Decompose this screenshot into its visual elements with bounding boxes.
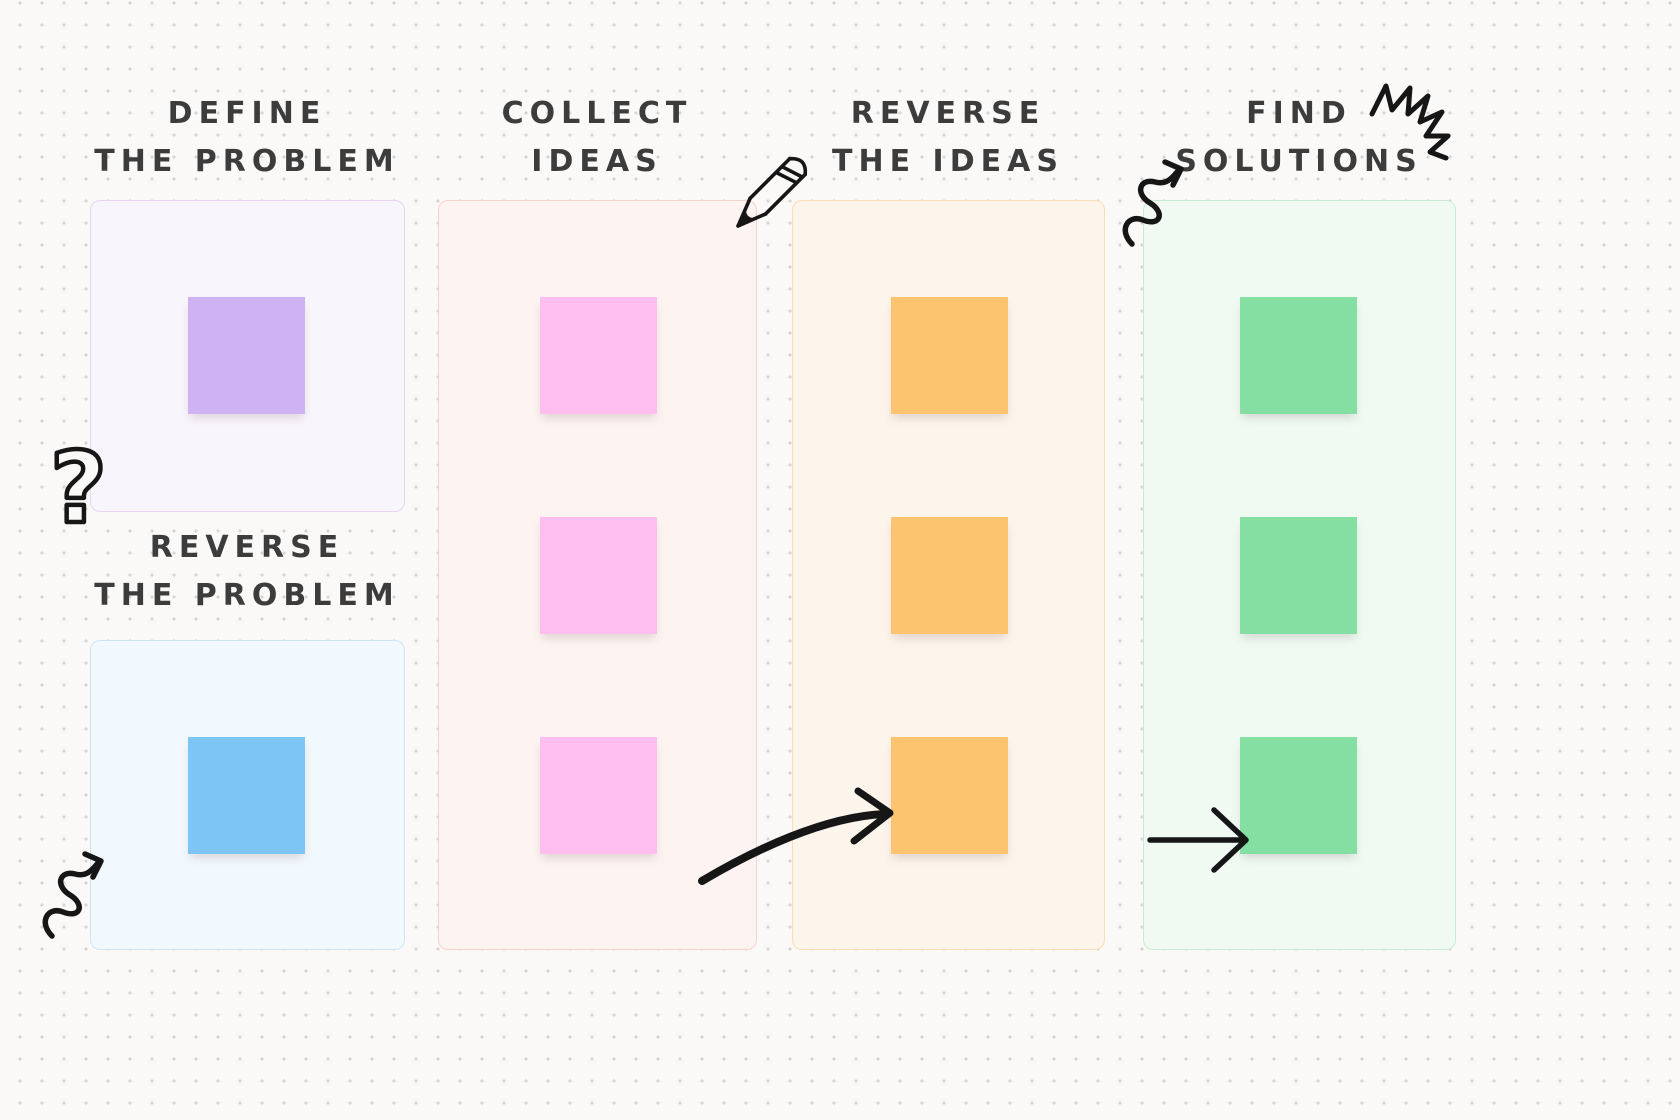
sticky-note-green[interactable] [1240,297,1357,414]
title-line: THE IDEAS [832,144,1064,179]
sticky-note-orange[interactable] [891,737,1008,854]
title-line: REVERSE [149,530,345,565]
sticky-note-pink[interactable] [540,297,657,414]
svg-text:?: ? [50,438,107,546]
sticky-note-orange[interactable] [891,297,1008,414]
frame-define-problem[interactable] [90,200,405,512]
sticky-note-orange[interactable] [891,517,1008,634]
squiggle-arrow-icon[interactable] [1122,154,1200,250]
sticky-note-green[interactable] [1240,737,1357,854]
column-title-reverse-ideas[interactable]: REVERSE THE IDEAS [778,90,1118,186]
pencil-icon[interactable] [730,140,814,244]
scribble-burst-icon[interactable] [1366,80,1456,174]
title-line: THE PROBLEM [94,578,400,613]
sticky-note-green[interactable] [1240,517,1357,634]
column-title-find-solutions[interactable]: FIND SOLUTIONS [1129,90,1469,186]
title-line: COLLECT [501,96,693,131]
curved-arrow-icon[interactable] [686,745,918,890]
column-title-reverse-problem[interactable]: REVERSE THE PROBLEM [77,524,417,620]
sticky-note-pink[interactable] [540,517,657,634]
title-line: THE PROBLEM [94,144,400,179]
title-line: SOLUTIONS [1175,144,1423,179]
column-title-define-problem[interactable]: DEFINE THE PROBLEM [77,90,417,186]
question-mark-icon[interactable]: ? [46,438,120,558]
title-line: REVERSE [850,96,1046,131]
title-line: IDEAS [531,144,663,179]
squiggle-arrow-icon[interactable] [42,846,120,942]
straight-arrow-icon[interactable] [1140,800,1268,880]
column-title-collect-ideas[interactable]: COLLECT IDEAS [427,90,767,186]
sticky-note-pink[interactable] [540,737,657,854]
title-line: DEFINE [167,96,327,131]
title-line: FIND [1246,96,1352,131]
sticky-note-blue[interactable] [188,737,305,854]
sticky-note-purple[interactable] [188,297,305,414]
